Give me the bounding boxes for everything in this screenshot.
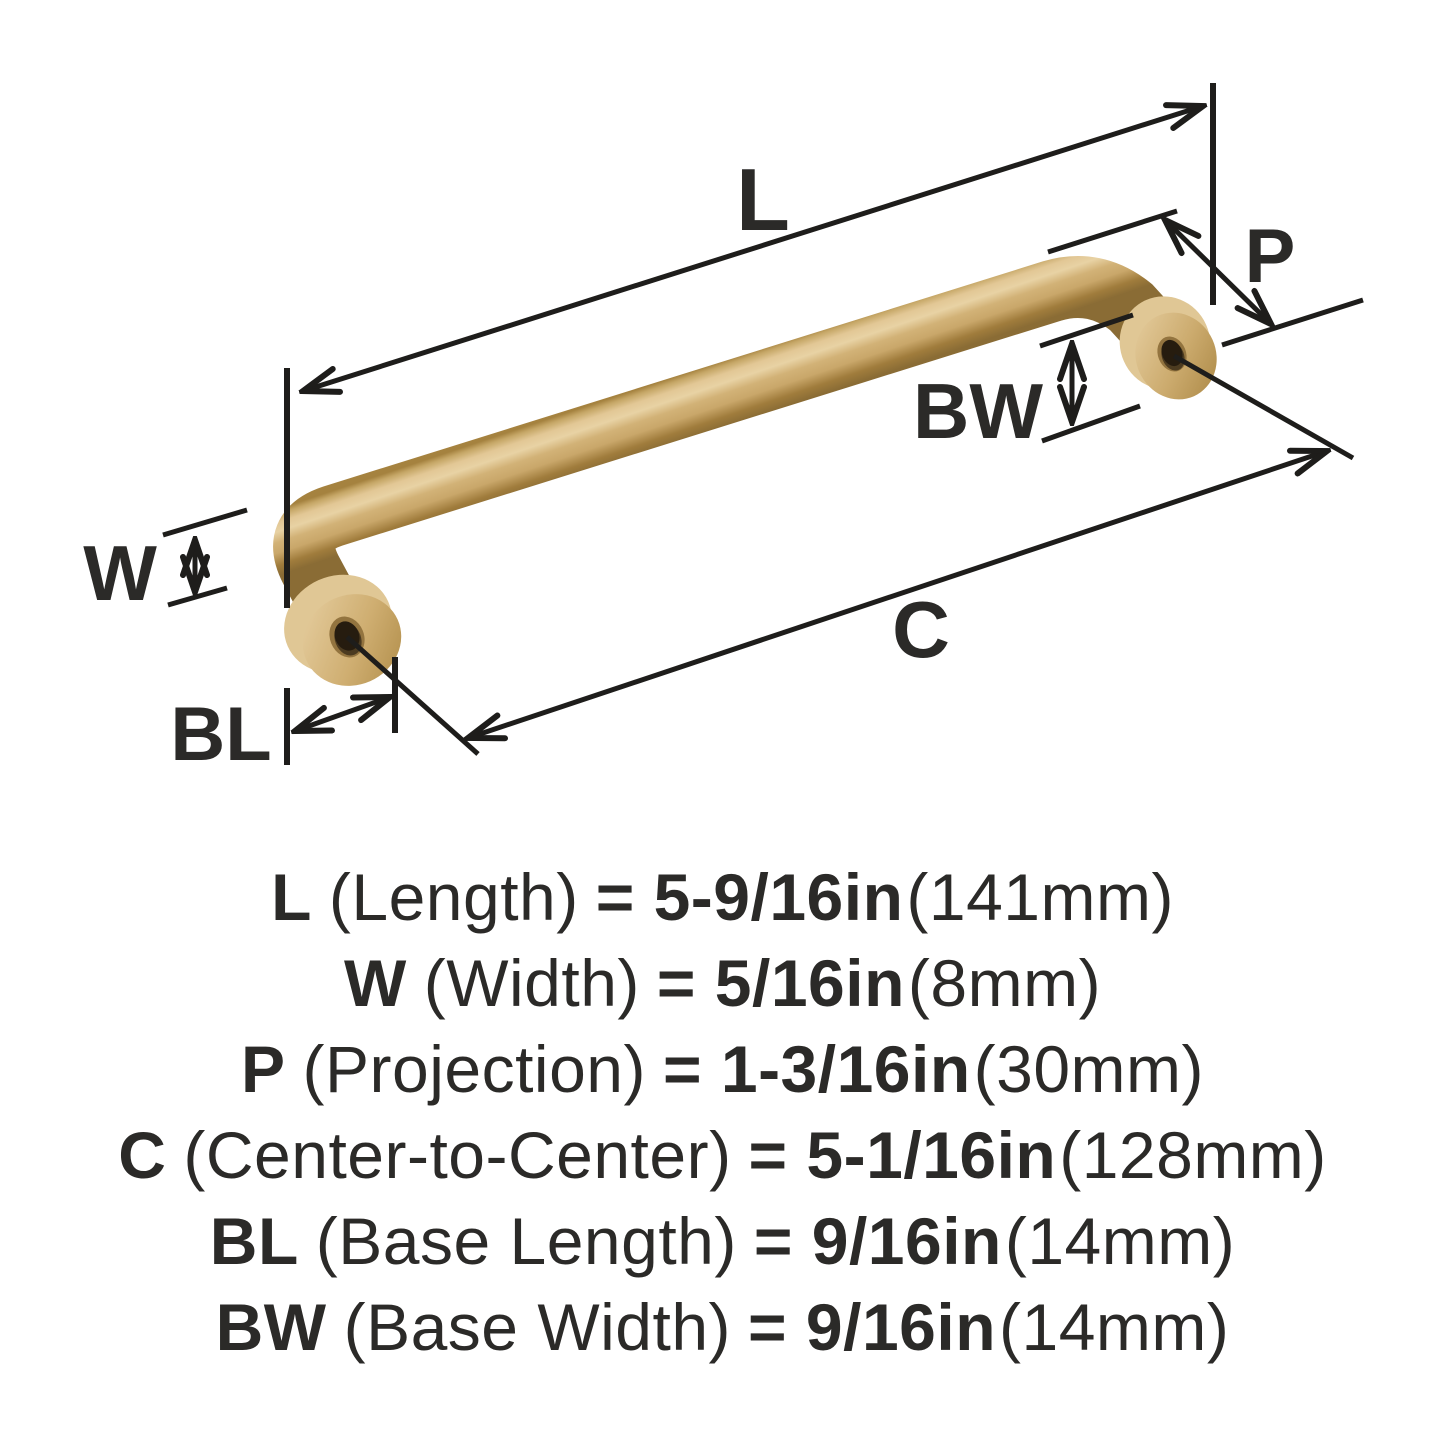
ext-line-p-top <box>1047 208 1178 255</box>
spec-name: (Length) <box>328 860 579 934</box>
pull-bar <box>273 256 1203 668</box>
spec-value: = 9/16in <box>748 1290 997 1364</box>
spec-name: (Center-to-Center) <box>183 1118 732 1192</box>
spec-line-base-width: BW(Base Width)= 9/16in(14mm) <box>0 1284 1445 1370</box>
label-center-to-center: C <box>892 585 950 674</box>
ext-line-w-bottom <box>167 585 228 608</box>
spec-metric: (8mm) <box>907 946 1102 1020</box>
cabinet-pull <box>273 256 1217 686</box>
spec-value: = 5-1/16in <box>748 1118 1057 1192</box>
dimension-spec-list: L(Length)= 5-9/16in(141mm) W(Width)= 5/1… <box>0 854 1445 1370</box>
ext-line-c-left <box>345 635 480 756</box>
ext-line-w-top <box>162 507 248 538</box>
spec-metric: (14mm) <box>1004 1204 1236 1278</box>
spec-line-projection: P(Projection)= 1-3/16in(30mm) <box>0 1026 1445 1112</box>
spec-value: = 1-3/16in <box>662 1032 971 1106</box>
ext-line-mounting-surface <box>1221 297 1364 348</box>
label-width: W <box>83 529 157 617</box>
spec-abbr: C <box>118 1118 167 1192</box>
spec-metric: (30mm) <box>973 1032 1204 1106</box>
spec-line-length: L(Length)= 5-9/16in(141mm) <box>0 854 1445 940</box>
label-projection: P <box>1245 214 1296 299</box>
label-base-length: BL <box>170 692 271 777</box>
spec-abbr: BL <box>209 1204 299 1278</box>
spec-abbr: BW <box>215 1290 327 1364</box>
ext-line-c-right <box>1172 353 1355 461</box>
spec-value: = 5-9/16in <box>595 860 904 934</box>
label-base-width: BW <box>913 367 1043 455</box>
spec-value: = 9/16in <box>753 1204 1002 1278</box>
dim-line-base-length <box>295 697 390 731</box>
spec-line-width: W(Width)= 5/16in(8mm) <box>0 940 1445 1026</box>
dimension-labels: L P BW W C BL <box>83 150 1295 777</box>
spec-abbr: W <box>343 946 407 1020</box>
spec-name: (Width) <box>423 946 640 1020</box>
spec-name: (Base Length) <box>315 1204 737 1278</box>
spec-metric: (128mm) <box>1059 1118 1327 1192</box>
dim-line-length <box>303 106 1203 391</box>
spec-metric: (141mm) <box>906 860 1174 934</box>
spec-name: (Base Width) <box>343 1290 732 1364</box>
spec-line-base-length: BL(Base Length)= 9/16in(14mm) <box>0 1198 1445 1284</box>
spec-value: = 5/16in <box>656 946 905 1020</box>
label-length: L <box>736 150 790 249</box>
spec-abbr: P <box>241 1032 286 1106</box>
ext-line-bw-bottom <box>1041 403 1141 444</box>
dim-line-center-to-center <box>468 451 1327 738</box>
dim-line-projection <box>1165 220 1271 324</box>
spec-metric: (14mm) <box>999 1290 1230 1364</box>
spec-abbr: L <box>271 860 312 934</box>
spec-line-center-to-center: C(Center-to-Center)= 5-1/16in(128mm) <box>0 1112 1445 1198</box>
dimension-lines <box>162 83 1364 765</box>
spec-name: (Projection) <box>302 1032 646 1106</box>
